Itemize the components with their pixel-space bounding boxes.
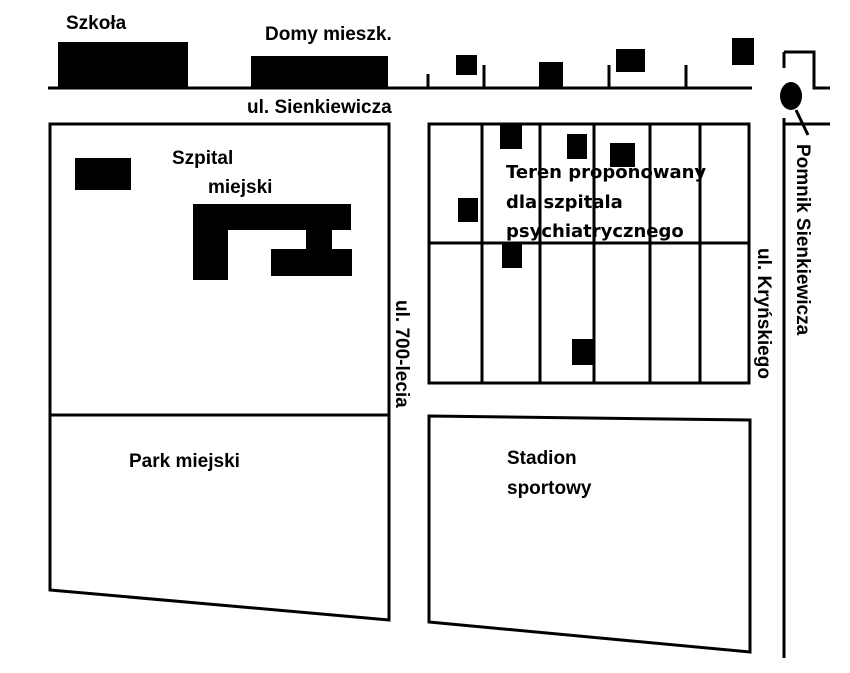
street-700-lecia-label: ul. 700-lecia — [391, 300, 412, 408]
school-building — [58, 42, 188, 88]
grid-building — [572, 339, 594, 365]
grid-building — [458, 198, 478, 222]
top-road-ticks — [426, 65, 688, 88]
stadium-label-line1: Stadion — [507, 448, 577, 469]
monument-leader-line — [794, 109, 810, 136]
krynskiego-street-label: ul. Kryńskiego — [753, 248, 774, 379]
small-building — [456, 55, 477, 75]
grid-building — [500, 125, 522, 149]
stadium-label-line2: sportowy — [507, 478, 592, 499]
monument-label: Pomnik Sienkiewicza — [792, 144, 813, 336]
proposed-area-grid — [427, 122, 751, 385]
hospital-main-building — [193, 204, 352, 280]
sienkiewicza-street-label: ul. Sienkiewicza — [247, 97, 392, 118]
proposed-area-label-line2: dla szpitala — [506, 192, 623, 213]
hospital-label-line2: miejski — [208, 177, 272, 198]
houses-label: Domy mieszk. — [265, 24, 392, 45]
hospital-label-line1: Szpital — [172, 148, 233, 169]
top-right-buildings — [456, 38, 754, 88]
hospital-annex-building — [75, 158, 131, 190]
small-building — [539, 62, 563, 88]
hospital-park-block — [48, 122, 391, 622]
proposed-area-buildings — [458, 125, 635, 365]
monument-marker — [780, 82, 802, 110]
right-road-corner — [784, 50, 830, 90]
small-building — [616, 49, 645, 72]
school-label: Szkoła — [66, 13, 127, 34]
proposed-area-label-line1: Teren proponowany — [506, 162, 706, 183]
grid-building — [502, 243, 522, 268]
small-building — [732, 38, 754, 65]
park-label: Park miejski — [129, 451, 240, 472]
stadium-block — [427, 414, 752, 654]
houses-building — [251, 56, 388, 88]
grid-building — [567, 134, 587, 159]
proposed-area-label-line3: psychiatrycznego — [506, 221, 684, 242]
grid-building — [610, 143, 635, 167]
